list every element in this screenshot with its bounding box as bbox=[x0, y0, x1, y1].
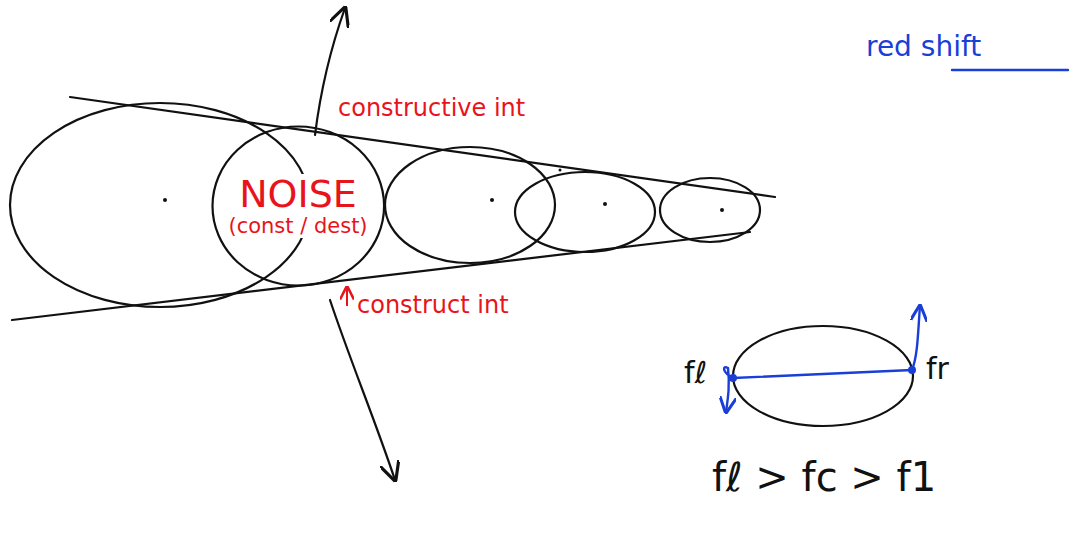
center-dot bbox=[490, 198, 494, 202]
motion-arrow bbox=[724, 367, 733, 412]
tangent-line bbox=[12, 232, 750, 320]
axis-line bbox=[733, 370, 912, 378]
source-ellipse bbox=[733, 326, 913, 426]
center-dot bbox=[163, 198, 167, 202]
wavefront-circle bbox=[212, 127, 384, 286]
motion-arrow bbox=[912, 306, 920, 370]
noise-circle: NOISE(const / dest) bbox=[211, 125, 386, 287]
leader-arrow bbox=[346, 287, 348, 306]
frequency-label: fℓ bbox=[684, 356, 707, 389]
annotation: red shift bbox=[866, 32, 981, 63]
center-dot bbox=[559, 169, 562, 172]
frequency-label: fr bbox=[926, 352, 949, 385]
end-dot bbox=[908, 366, 916, 374]
node-content: NOISE(const / dest) bbox=[211, 125, 386, 287]
wavefront-circle bbox=[515, 172, 655, 252]
node-heading: NOISE bbox=[237, 174, 359, 216]
center-dot bbox=[603, 202, 607, 206]
center-dot bbox=[720, 208, 724, 212]
annotation: construct int bbox=[357, 292, 509, 318]
node-body: (const / dest) bbox=[226, 215, 369, 238]
inequality: fℓ > fc > f1 bbox=[712, 455, 936, 499]
end-dot bbox=[729, 374, 737, 382]
underline bbox=[952, 69, 1068, 71]
wavefront-circle bbox=[660, 178, 760, 242]
annotation: constructive int bbox=[338, 95, 525, 121]
wavefront-circle bbox=[385, 147, 555, 263]
shock-arrow bbox=[330, 300, 395, 480]
